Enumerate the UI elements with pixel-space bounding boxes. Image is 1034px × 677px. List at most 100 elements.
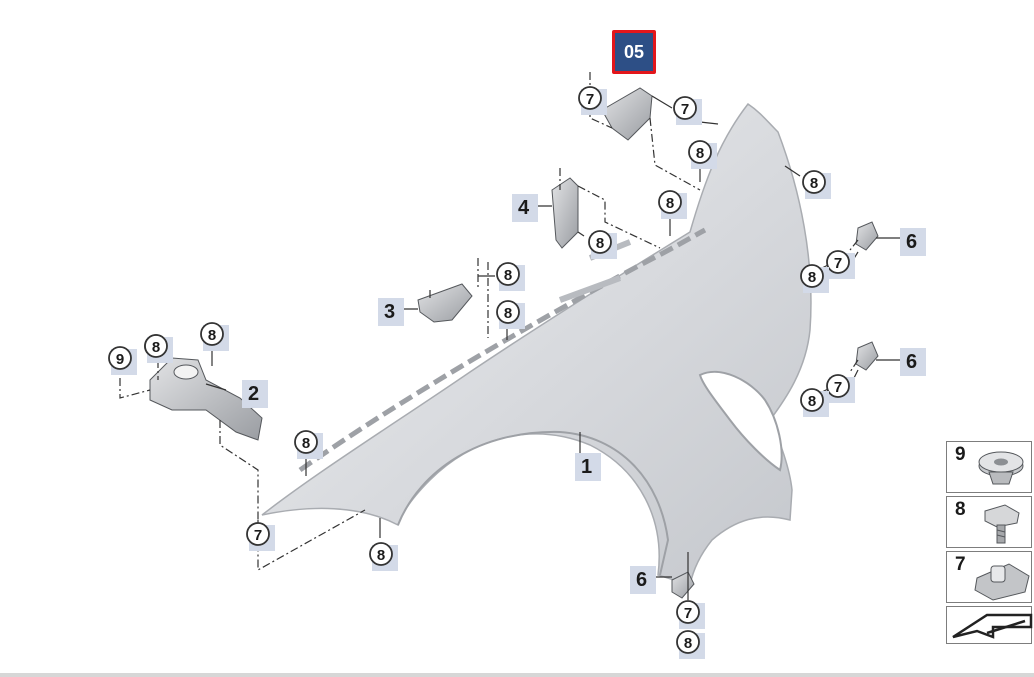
bolt-icon [984, 504, 1020, 544]
callout-label: 7 [834, 255, 842, 272]
callout-7b[interactable]: 7 [673, 96, 702, 125]
callout-label: 8 [596, 235, 604, 252]
callout-label: 6 [636, 569, 647, 591]
fender-panel [261, 102, 812, 586]
bracket-3 [417, 283, 473, 323]
callout-6c[interactable]: 6 [630, 566, 656, 594]
callout-label: 7 [254, 527, 262, 544]
guide-lines [119, 72, 859, 572]
callout-label: 6 [906, 231, 917, 253]
bracket-2 [149, 357, 263, 441]
callout-label: 8 [808, 393, 816, 410]
callout-circle [496, 300, 520, 324]
legend-label-8: 8 [955, 499, 966, 520]
callout-label: 8 [808, 269, 816, 286]
callout-8d[interactable]: 8 [588, 230, 617, 259]
clip-6-middle [855, 341, 879, 371]
nut-icon [978, 451, 1024, 485]
callout-circle [246, 522, 270, 546]
callout-label: 7 [586, 91, 594, 108]
callout-circle [108, 346, 132, 370]
callout-8b[interactable]: 8 [802, 170, 831, 199]
callout-label: 8 [504, 305, 512, 322]
callout-circle [802, 170, 826, 194]
callout-bg [512, 194, 538, 222]
callout-label: 2 [248, 383, 259, 405]
callout-7c[interactable]: 7 [826, 250, 855, 279]
callout-8j[interactable]: 8 [369, 542, 398, 571]
callout-8f[interactable]: 8 [496, 300, 525, 329]
callout-8k[interactable]: 8 [800, 264, 829, 293]
callout-label: 8 [696, 145, 704, 162]
callout-8n[interactable]: 8 [144, 334, 173, 363]
callout-circle [676, 630, 700, 654]
callout-circle [688, 140, 712, 164]
callout-label: 6 [906, 351, 917, 373]
upper-bracket [601, 87, 653, 141]
callout-circle [578, 86, 602, 110]
callout-bg [575, 453, 601, 481]
legend-label-9: 9 [955, 444, 966, 465]
callout-8i[interactable]: 8 [294, 430, 323, 459]
clip-nut-icon [974, 563, 1030, 601]
callout-circle [800, 264, 824, 288]
callout-label: 8 [302, 435, 310, 452]
callout-1[interactable]: 1 [575, 453, 601, 481]
callout-label: 8 [152, 339, 160, 356]
callout-bg [378, 298, 404, 326]
back-arrow-icon [952, 613, 1033, 639]
callout-circle [200, 322, 224, 346]
callout-circle [826, 250, 850, 274]
callout-label: 3 [384, 301, 395, 323]
callout-circle [588, 230, 612, 254]
callout-7e[interactable]: 7 [246, 522, 275, 551]
callout-label: 8 [666, 195, 674, 212]
callout-8h[interactable]: 8 [200, 322, 229, 351]
callout-2[interactable]: 2 [242, 380, 268, 408]
callout-layer: 1234666777777888888888888889 [108, 86, 926, 659]
callout-label: 8 [208, 327, 216, 344]
callout-label: 8 [504, 267, 512, 284]
callout-8l[interactable]: 8 [800, 388, 829, 417]
callout-label: 7 [684, 605, 692, 622]
bottom-scrollbar-track [0, 673, 1034, 677]
bracket-4 [551, 177, 579, 249]
callout-6a[interactable]: 6 [900, 228, 926, 256]
callout-circle [826, 374, 850, 398]
callout-7a[interactable]: 7 [578, 86, 607, 115]
legend-item-7[interactable]: 7 [946, 551, 1032, 603]
back-nav-button[interactable] [946, 606, 1033, 644]
callout-circle [658, 190, 682, 214]
callout-circle [800, 388, 824, 412]
callout-8e[interactable]: 8 [496, 262, 525, 291]
callout-8m[interactable]: 8 [676, 630, 705, 659]
callout-circle [673, 96, 697, 120]
highlighted-part-05-badge[interactable]: 05 [612, 30, 656, 74]
callout-label: 7 [834, 379, 842, 396]
callout-circle [369, 542, 393, 566]
callout-9[interactable]: 9 [108, 346, 137, 375]
legend-label-7: 7 [955, 554, 966, 575]
callout-3[interactable]: 3 [378, 298, 404, 326]
callout-circle [496, 262, 520, 286]
callout-label: 8 [684, 635, 692, 652]
callout-6b[interactable]: 6 [900, 348, 926, 376]
callout-label: 8 [810, 175, 818, 192]
callout-bg [900, 348, 926, 376]
callout-8a[interactable]: 8 [688, 140, 717, 169]
callout-7f[interactable]: 7 [676, 600, 705, 629]
legend-item-9[interactable]: 9 [946, 441, 1032, 493]
callout-4[interactable]: 4 [512, 194, 538, 222]
callout-bg [900, 228, 926, 256]
callout-label: 7 [681, 101, 689, 118]
callout-label: 9 [116, 351, 124, 368]
callout-7d[interactable]: 7 [826, 374, 855, 403]
fastener-legend: 9 8 7 [946, 441, 1034, 644]
clip-6-upper [855, 221, 879, 251]
callout-label: 1 [581, 456, 592, 478]
legend-item-8[interactable]: 8 [946, 496, 1032, 548]
callout-circle [676, 600, 700, 624]
callout-8c[interactable]: 8 [658, 190, 687, 219]
callout-circle [144, 334, 168, 358]
